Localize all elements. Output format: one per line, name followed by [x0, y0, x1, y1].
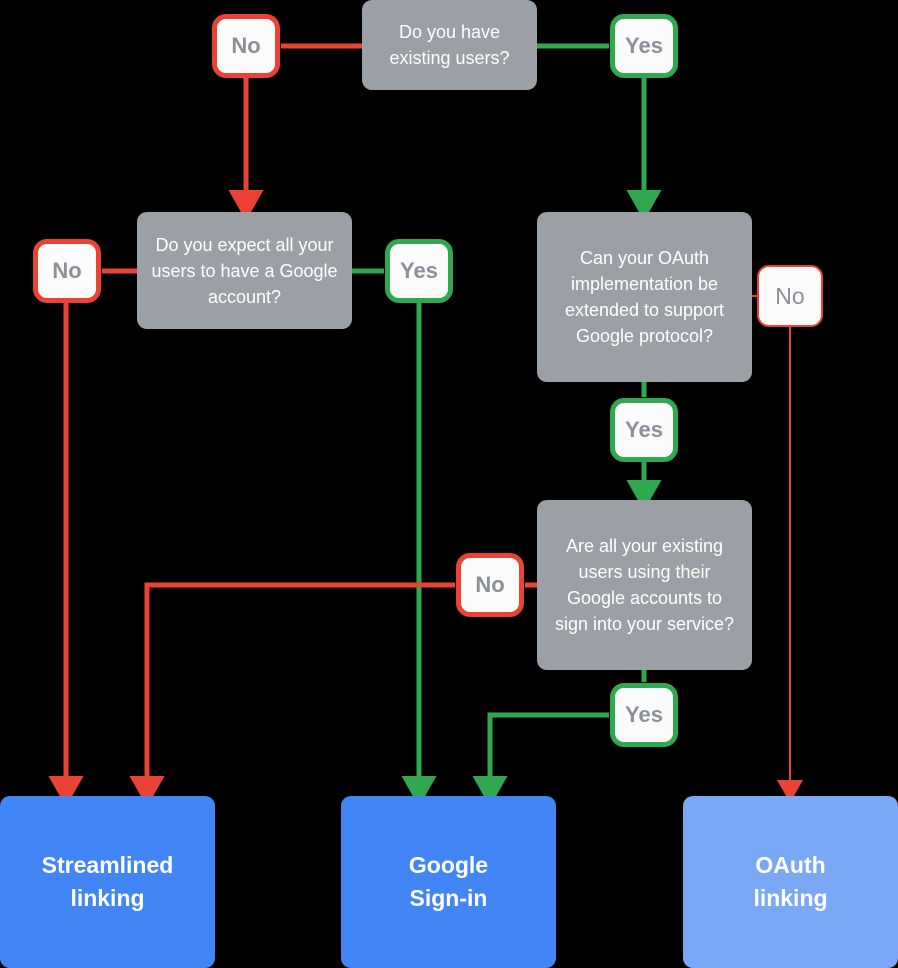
decision-yes-google-account[interactable]: Yes — [385, 239, 453, 303]
result-streamlined-linking[interactable]: Streamlined linking — [0, 796, 215, 968]
result-google-signin[interactable]: Google Sign-in — [341, 796, 556, 968]
decision-yes-existing-users[interactable]: Yes — [610, 14, 678, 78]
result-oauth-linking-line2: linking — [753, 885, 828, 911]
decision-no-existing-users-label: No — [231, 33, 261, 58]
decision-yes-oauth-extend-label: Yes — [625, 417, 663, 442]
decision-yes-oauth-extend[interactable]: Yes — [610, 398, 678, 462]
question-oauth-extend-label: Can your OAuth implementation be extende… — [564, 248, 725, 346]
result-oauth-linking-line1: OAuth — [755, 852, 826, 878]
question-google-account-label: Do you expect all your users to have a G… — [151, 234, 338, 307]
decision-yes-google-signin-usage[interactable]: Yes — [610, 683, 678, 747]
decision-no-google-account[interactable]: No — [33, 239, 101, 303]
question-google-account: Do you expect all your users to have a G… — [137, 212, 352, 329]
decision-yes-existing-users-label: Yes — [625, 33, 663, 58]
result-streamlined-linking-line1: Streamlined — [41, 852, 174, 878]
question-existing-users: Do you have existing users? — [362, 0, 537, 90]
edge-no4-streamlined — [129, 582, 455, 807]
decision-no-existing-users[interactable]: No — [212, 14, 280, 78]
edge-yes4-google-signin — [472, 712, 609, 807]
result-google-signin-line2: Sign-in — [409, 885, 488, 911]
decision-no-google-signin-usage-label: No — [475, 572, 505, 597]
question-oauth-extend: Can your OAuth implementation be extende… — [537, 212, 752, 382]
result-google-signin-line1: Google — [408, 852, 489, 878]
decision-no-google-account-label: No — [52, 258, 82, 283]
decision-yes-google-signin-usage-label: Yes — [625, 702, 663, 727]
result-oauth-linking[interactable]: OAuth linking — [683, 796, 898, 968]
decision-no-google-signin-usage[interactable]: No — [456, 553, 524, 617]
decision-yes-google-account-label: Yes — [400, 258, 438, 283]
question-google-signin-usage: Are all your existing users using their … — [537, 500, 752, 670]
question-existing-users-label: Do you have existing users? — [389, 22, 510, 68]
decision-no-oauth-extend-label: No — [775, 282, 805, 309]
decision-no-oauth-extend[interactable]: No — [757, 265, 823, 327]
question-google-signin-usage-label: Are all your existing users using their … — [554, 536, 735, 634]
result-streamlined-linking-line2: linking — [70, 885, 145, 911]
